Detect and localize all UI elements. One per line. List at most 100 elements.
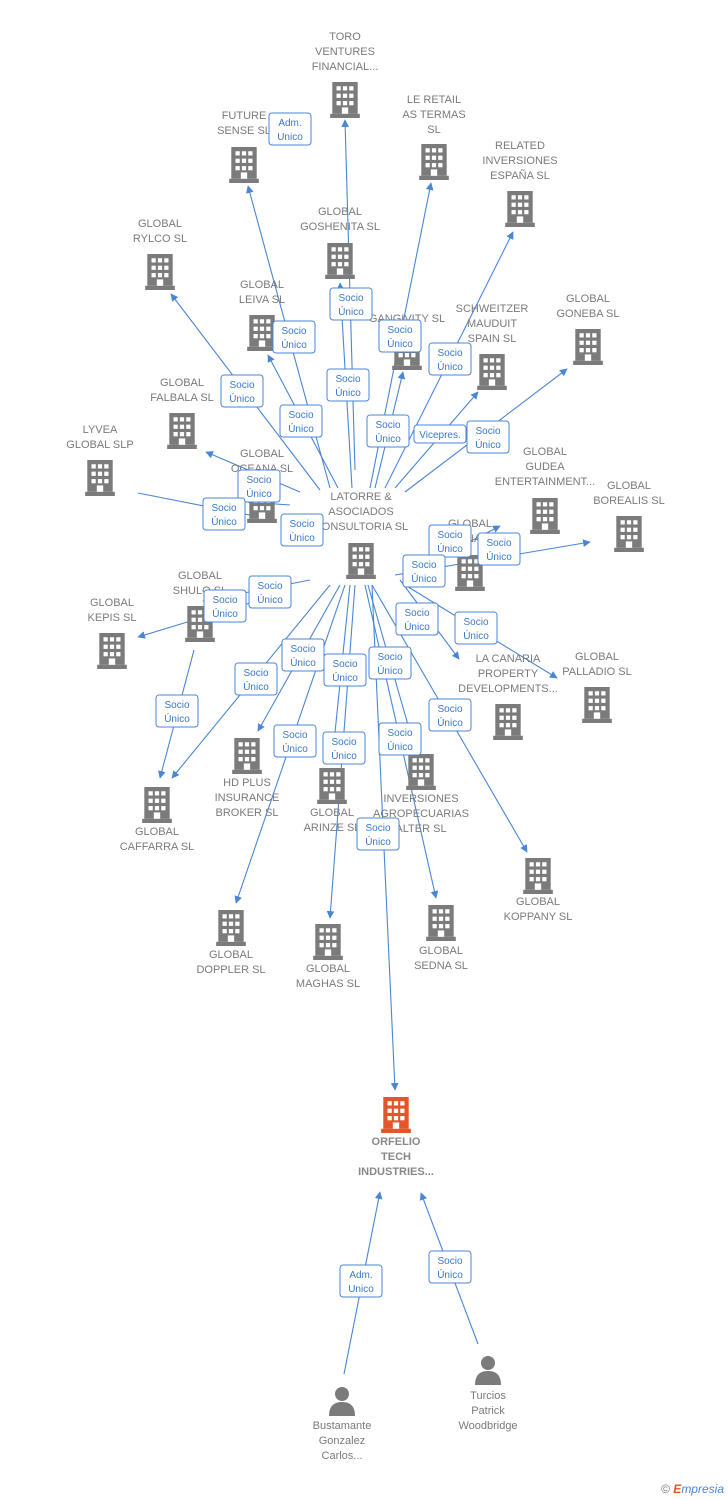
building-icon — [406, 754, 436, 790]
badge-label: Único — [338, 305, 364, 318]
building-icon — [247, 315, 277, 351]
node-label-line: KOPPANY SL — [504, 911, 573, 923]
badge-box — [280, 513, 324, 547]
relationship-badges-layer: Adm.UnicoSocioÚnicoSocioÚnicoSocioÚnicoS… — [155, 112, 521, 1298]
brand-name: mpresia — [681, 1482, 724, 1496]
node-bustamante[interactable]: BustamanteGonzalezCarlos... — [313, 1387, 372, 1462]
badge-label: Único — [475, 438, 501, 451]
node-label-line: VENTURES — [315, 46, 375, 58]
node-label-line: TECH — [381, 1151, 411, 1163]
node-label-line: DOPPLER SL — [196, 964, 265, 976]
badge-box — [466, 420, 510, 454]
relationship-badge[interactable]: Adm.Unico — [339, 1264, 383, 1298]
badge-label: Socio — [211, 503, 236, 514]
badge-label: Único — [243, 680, 269, 693]
badge-label: Socio — [331, 737, 356, 748]
building-icon — [232, 738, 262, 774]
badge-box — [279, 404, 323, 438]
relationship-badge[interactable]: Adm.Unico — [268, 112, 312, 146]
relationship-badge[interactable]: Vicepres. — [413, 424, 467, 444]
badge-box — [477, 532, 521, 566]
badge-label: Socio — [212, 595, 237, 606]
node-gudea[interactable]: GLOBALGUDEAENTERTAINMENT... — [495, 446, 595, 534]
node-label-line: RYLCO SL — [133, 233, 187, 245]
badge-label: Único — [332, 671, 358, 684]
badge-box — [428, 1250, 472, 1284]
badge-box — [366, 414, 410, 448]
badge-box — [395, 602, 439, 636]
empresia-credit[interactable]: © Empresia — [661, 1482, 724, 1496]
badge-label: Único — [411, 572, 437, 585]
node-label-line: CAFFARRA SL — [120, 841, 195, 853]
building-icon — [614, 516, 644, 552]
building-icon — [426, 905, 456, 941]
node-orfelio[interactable]: ORFELIOTECHINDUSTRIES... — [358, 1097, 434, 1178]
node-toro[interactable]: TOROVENTURESFINANCIAL... — [312, 31, 379, 118]
node-label-line: Carlos... — [322, 1450, 363, 1462]
badge-label: Único — [164, 712, 190, 725]
node-label-line: SEDNA SL — [414, 960, 468, 972]
badge-box — [356, 817, 400, 851]
brand-initial: E — [673, 1482, 682, 1496]
badge-box — [413, 424, 467, 444]
node-lacanaria[interactable]: LA CANARIAPROPERTYDEVELOPMENTS... — [458, 653, 558, 740]
badge-label: Socio — [257, 581, 282, 592]
badge-label: Unico — [277, 132, 303, 143]
node-label-line: GLOBAL — [90, 597, 134, 609]
badge-box — [378, 319, 422, 353]
